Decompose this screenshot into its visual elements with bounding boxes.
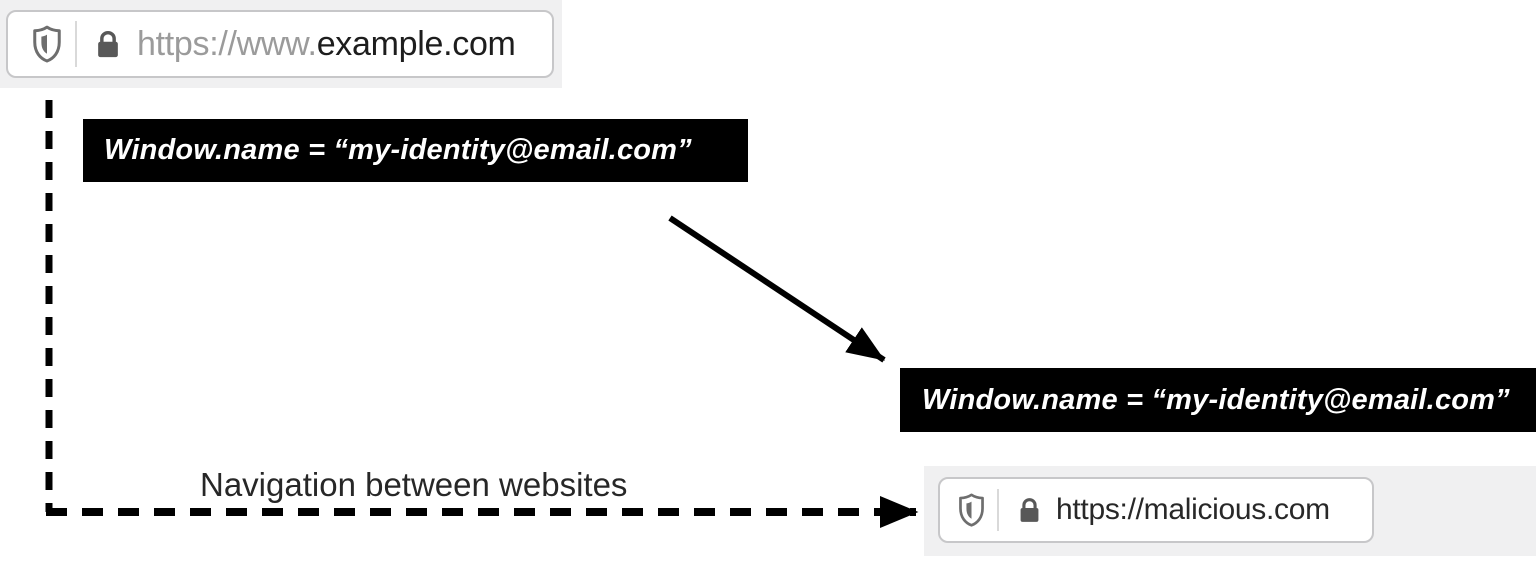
shield-icon[interactable]: [958, 493, 985, 527]
address-bar-example[interactable]: https://www.example.com: [6, 10, 554, 78]
address-bar-divider: [75, 21, 77, 67]
url-text-example[interactable]: https://www.example.com: [137, 25, 516, 64]
navigation-label: Navigation between websites: [200, 466, 628, 503]
browser-toolbar-malicious: https://malicious.com: [924, 466, 1536, 556]
window-name-assignment-text: Window.name = “my-identity@email.com”: [922, 383, 1510, 416]
solid-arrow-windowname-copy: [668, 215, 886, 363]
address-bar-divider: [997, 489, 999, 531]
window-name-box-top: Window.name = “my-identity@email.com”: [83, 119, 748, 182]
url-domain: example.com: [316, 24, 516, 63]
lock-icon[interactable]: [1015, 494, 1044, 526]
window-name-box-bottom: Window.name = “my-identity@email.com”: [900, 368, 1536, 432]
address-bar-malicious[interactable]: https://malicious.com: [938, 477, 1374, 543]
window-name-assignment-text: Window.name = “my-identity@email.com”: [104, 134, 692, 166]
shield-icon[interactable]: [32, 25, 62, 63]
browser-toolbar-example: https://www.example.com: [0, 0, 562, 88]
lock-icon[interactable]: [92, 26, 124, 62]
url-text-malicious[interactable]: https://malicious.com: [1056, 493, 1330, 526]
url-scheme: https://www.: [137, 24, 317, 63]
